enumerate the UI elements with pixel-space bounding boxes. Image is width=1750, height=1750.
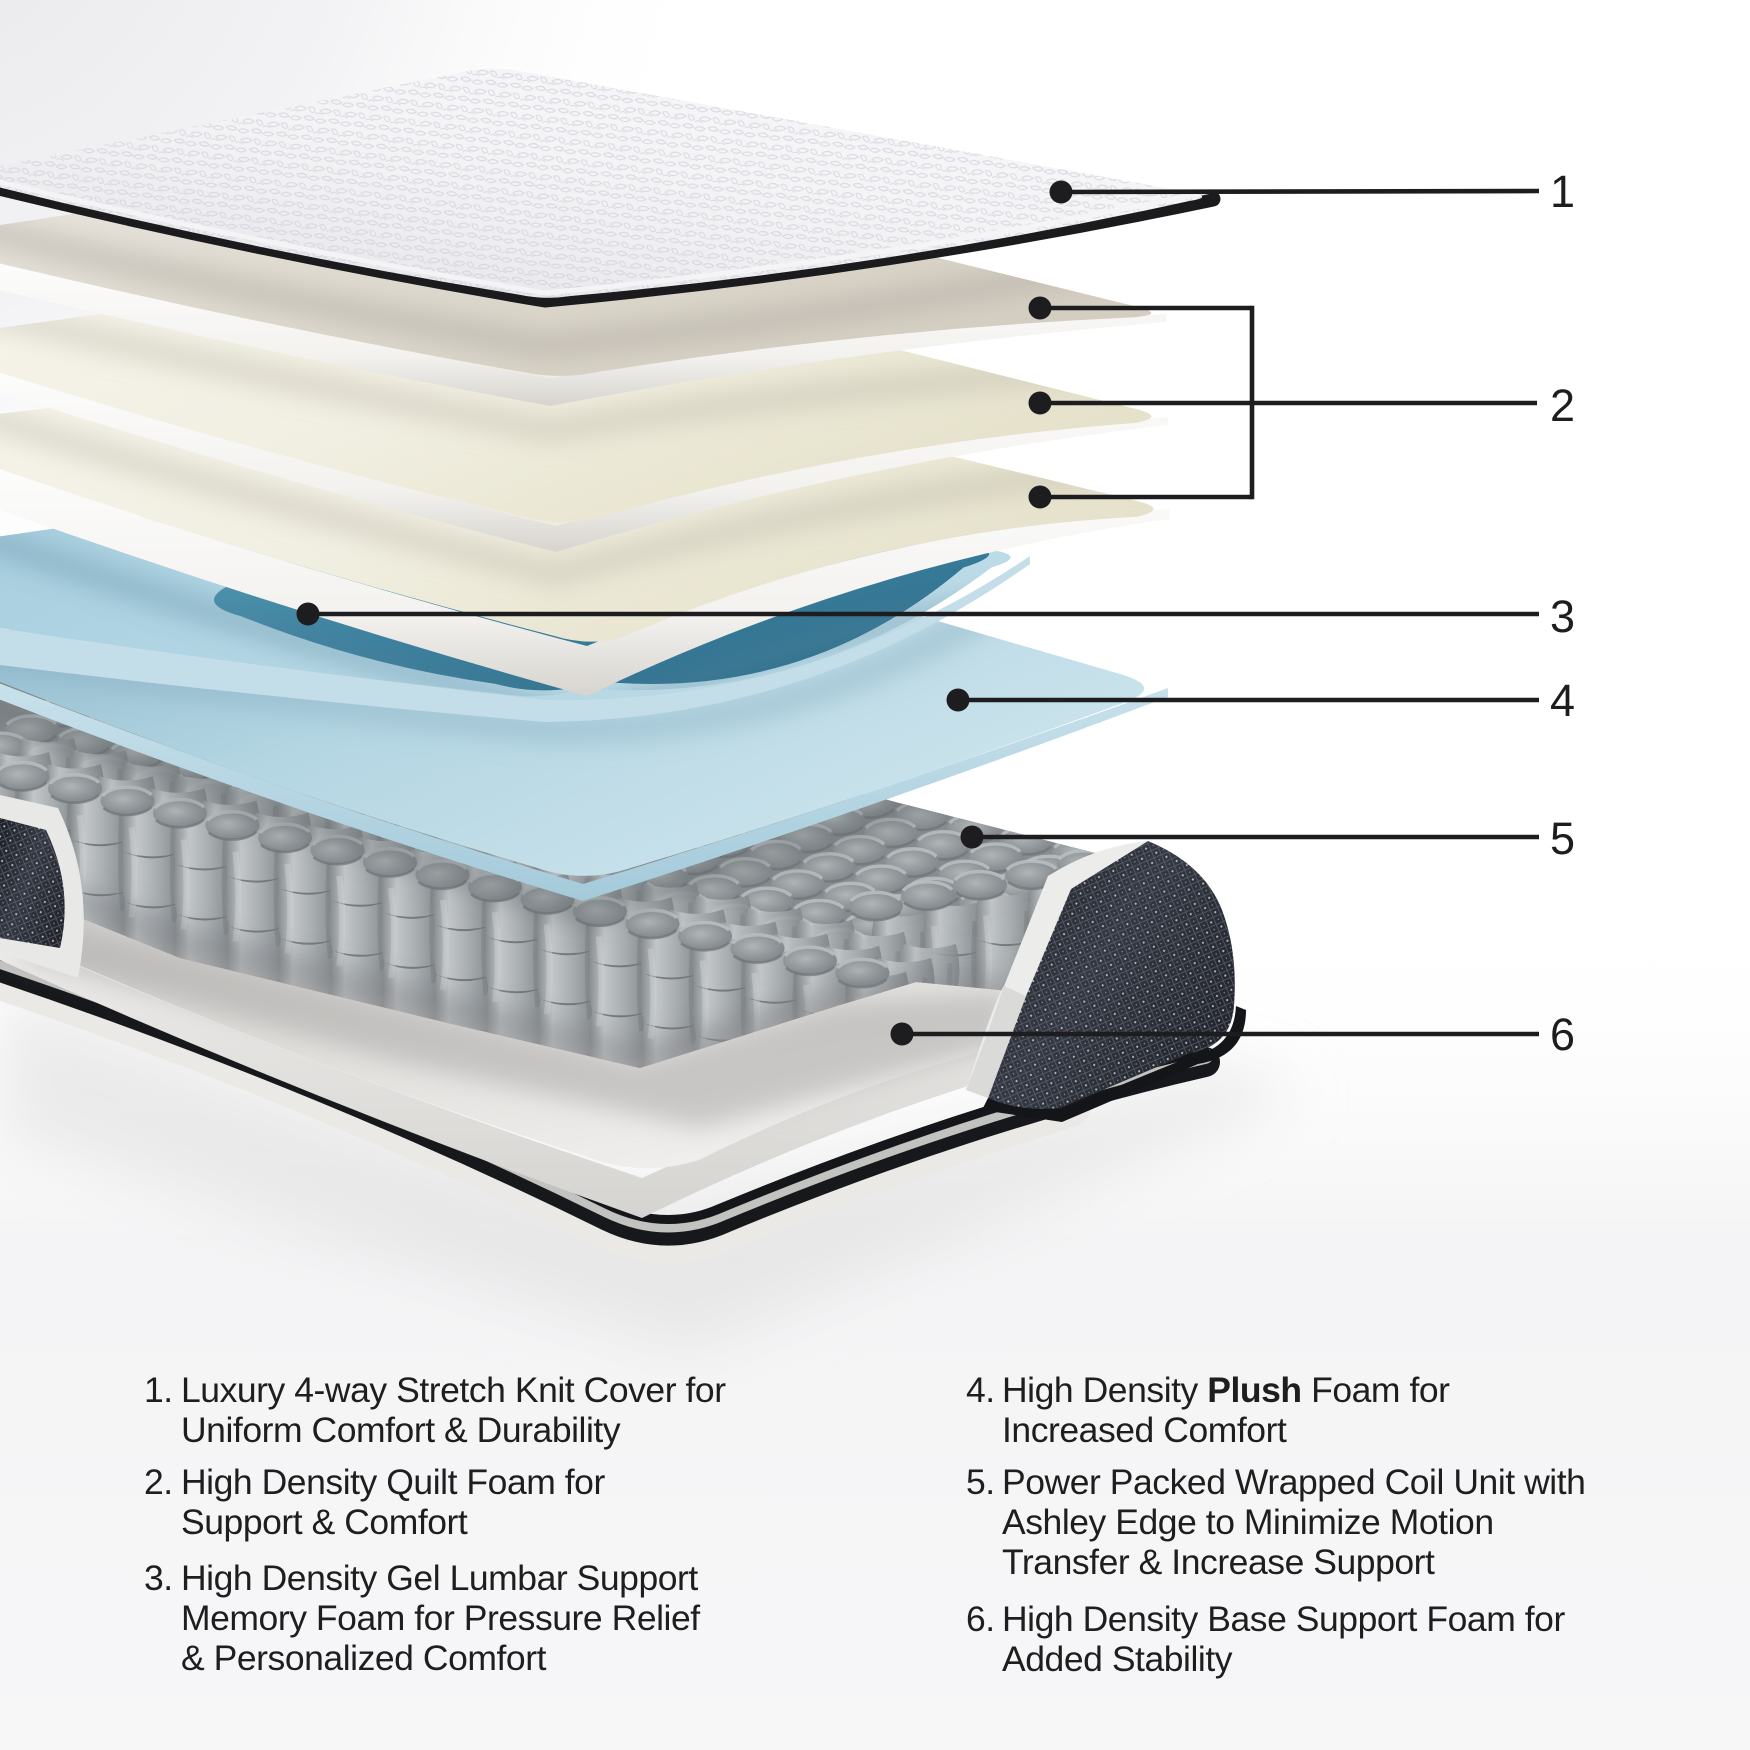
svg-text:5: 5 [1550, 813, 1575, 864]
svg-text:4: 4 [1550, 675, 1575, 726]
svg-text:2: 2 [1550, 380, 1575, 431]
svg-text:3: 3 [1550, 591, 1575, 642]
svg-text:6: 6 [1550, 1009, 1575, 1060]
svg-text:1: 1 [1550, 166, 1575, 217]
